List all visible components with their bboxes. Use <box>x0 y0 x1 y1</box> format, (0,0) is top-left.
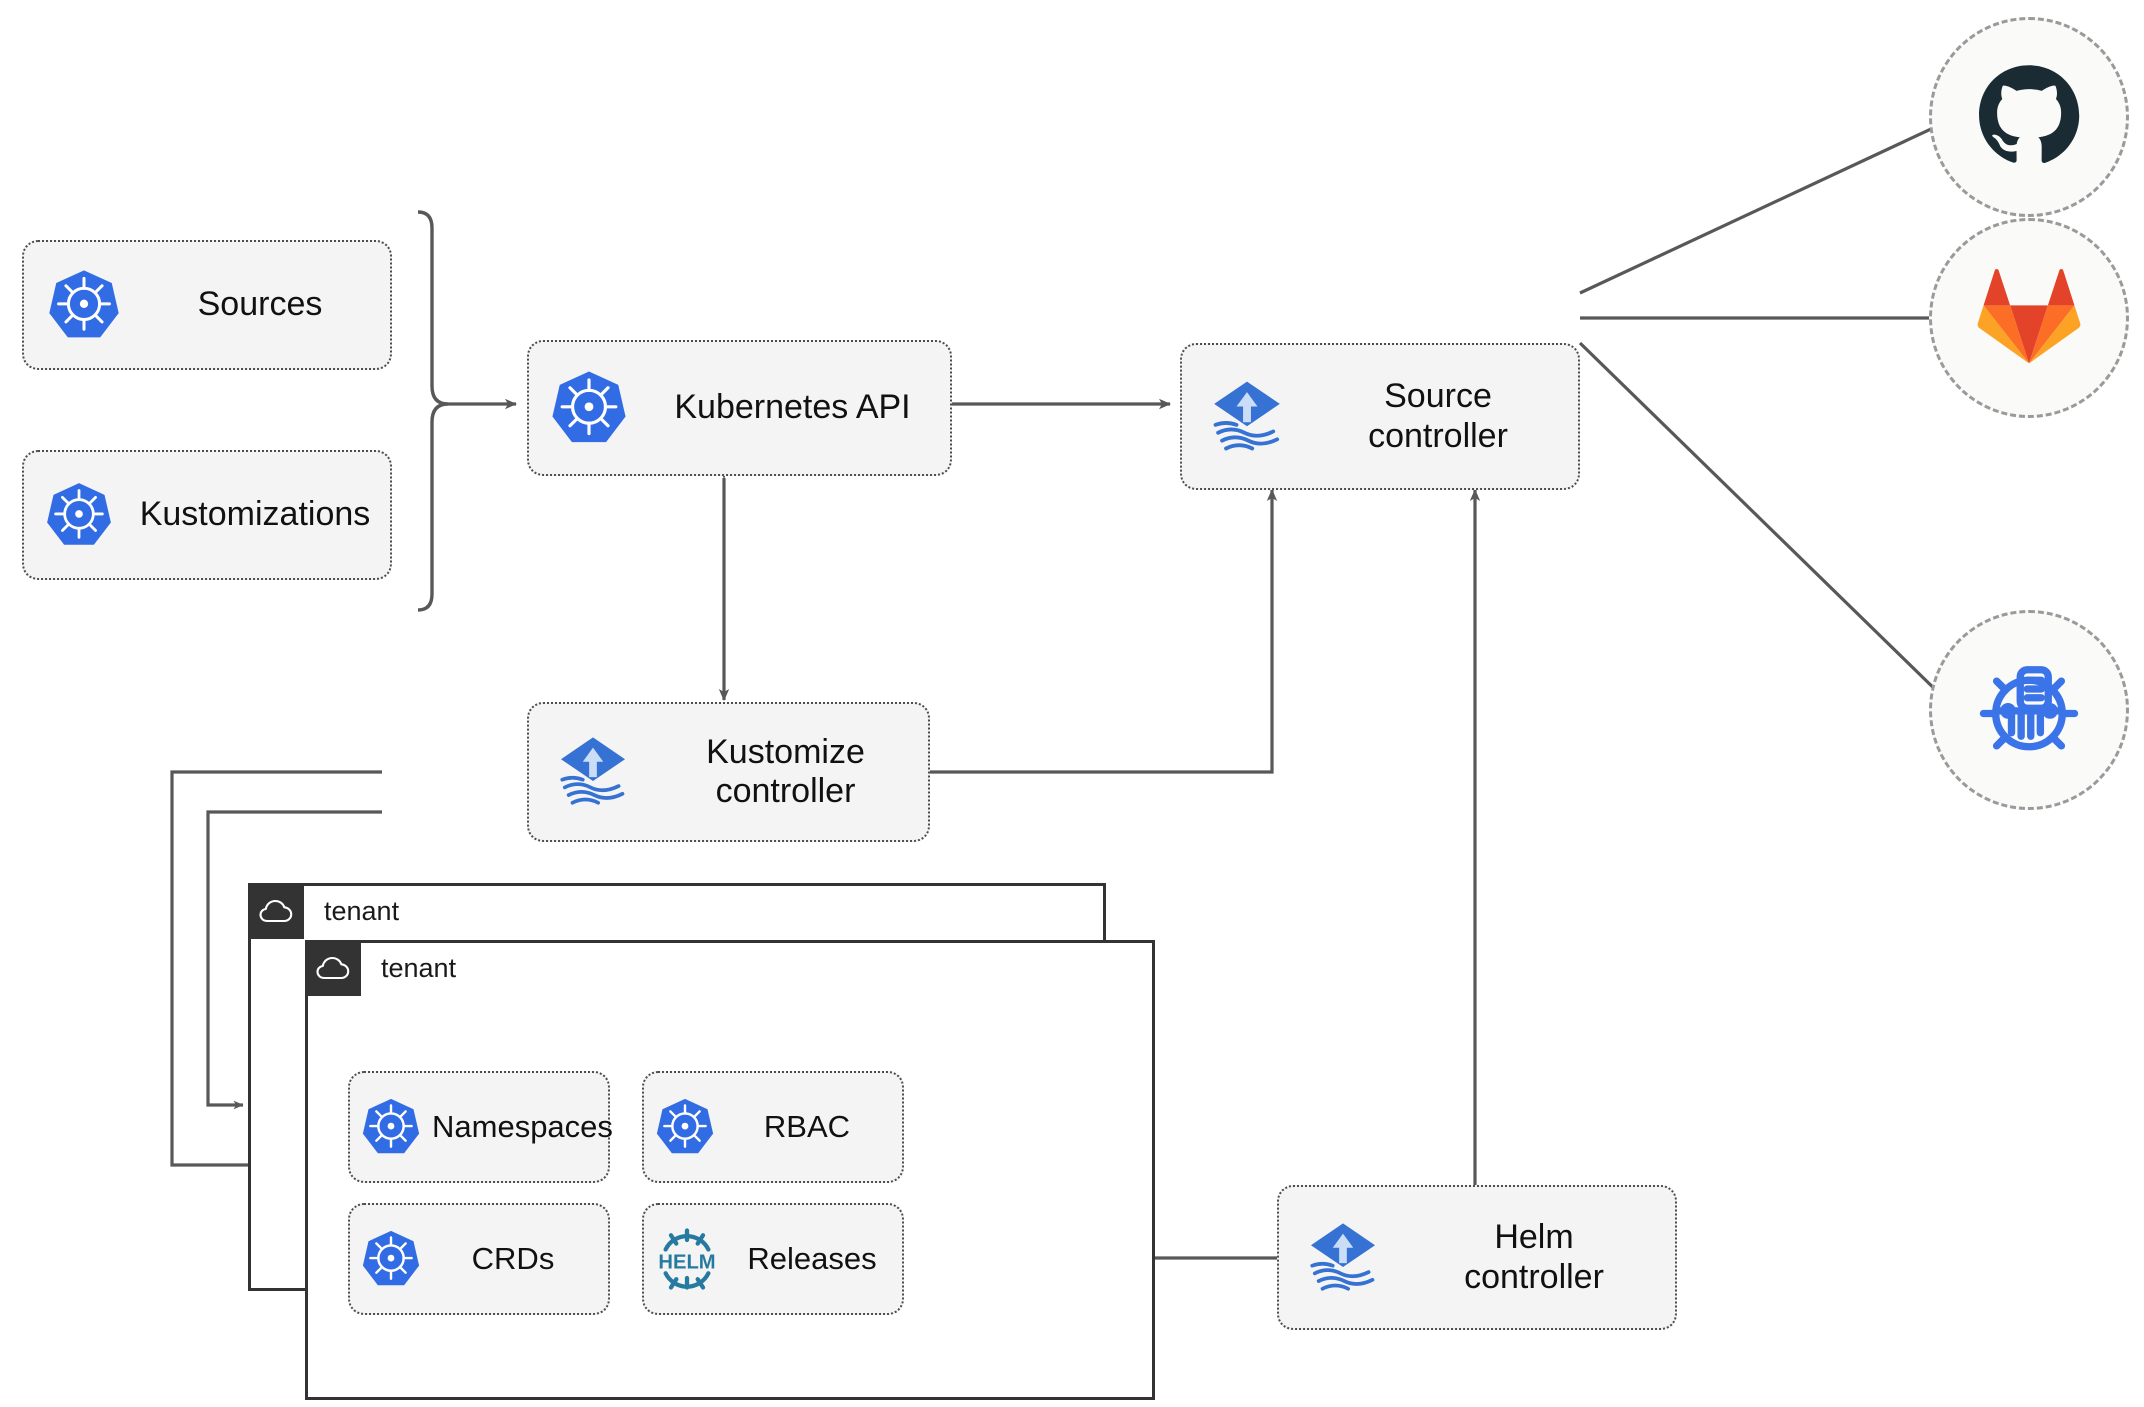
node-label: Namespaces <box>432 1109 613 1145</box>
helm-icon: HELM <box>644 1221 730 1297</box>
cloud-icon <box>248 883 304 939</box>
kubernetes-icon <box>24 481 134 549</box>
kubernetes-icon <box>24 268 144 342</box>
kubernetes-icon <box>350 1097 432 1157</box>
provider-github[interactable] <box>1929 17 2129 217</box>
kubernetes-icon <box>350 1229 432 1289</box>
node-helm-controller[interactable]: Helm controller <box>1277 1185 1677 1330</box>
node-label: Source controller <box>1368 377 1508 455</box>
node-label: Releases <box>747 1241 877 1277</box>
flux-icon <box>529 731 657 813</box>
node-source-controller[interactable]: Source controller <box>1180 343 1580 490</box>
tenant-label: tenant <box>381 952 457 983</box>
tenant-header: tenant <box>248 883 399 939</box>
provider-helm-repository[interactable] <box>1929 610 2129 810</box>
tenant-header: tenant <box>305 940 456 996</box>
node-kubernetes-api[interactable]: Kubernetes API <box>527 340 952 476</box>
helm-repository-icon <box>1979 666 2079 751</box>
cloud-icon <box>305 940 361 996</box>
node-label: Kustomize controller <box>706 732 865 810</box>
node-label: CRDs <box>471 1241 555 1277</box>
node-label: RBAC <box>763 1109 851 1145</box>
node-label: Kustomizations <box>139 495 371 534</box>
flux-icon <box>1279 1217 1407 1299</box>
github-icon <box>1979 65 2080 163</box>
node-label: Helm controller <box>1464 1218 1604 1296</box>
node-namespaces[interactable]: Namespaces <box>348 1071 613 1183</box>
kubernetes-icon <box>644 1097 726 1157</box>
kubernetes-icon <box>529 369 649 447</box>
node-label: Kubernetes API <box>674 388 911 427</box>
node-crds[interactable]: CRDs <box>348 1203 610 1315</box>
tenant-label: tenant <box>324 895 400 926</box>
tenant-container-2[interactable]: tenant Namespaces <box>305 940 1155 1400</box>
node-releases[interactable]: HELM Releases <box>642 1203 904 1315</box>
node-label: Sources <box>197 285 323 324</box>
flux-icon <box>1182 375 1312 459</box>
node-kustomizations[interactable]: Kustomizations <box>22 450 392 580</box>
node-sources[interactable]: Sources <box>22 240 392 370</box>
gitlab-icon <box>1977 268 2081 364</box>
provider-gitlab[interactable] <box>1929 218 2129 418</box>
node-rbac[interactable]: RBAC <box>642 1071 904 1183</box>
svg-text:HELM: HELM <box>658 1252 715 1274</box>
node-kustomize-controller[interactable]: Kustomize controller <box>527 702 930 842</box>
